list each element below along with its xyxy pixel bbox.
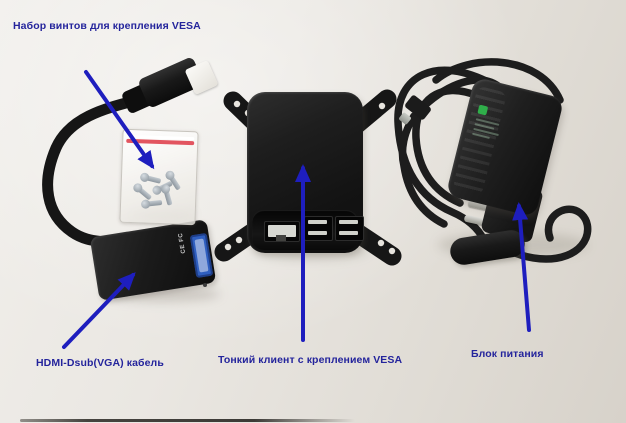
vesa-hole: [388, 247, 396, 255]
label-power-supply: Блок питания: [471, 348, 544, 360]
arrow-to-screws: [84, 70, 155, 170]
ethernet-port-notch: [276, 235, 286, 241]
vesa-hole: [235, 236, 243, 244]
usb-port-stack-right: [335, 216, 364, 241]
table-edge: [20, 419, 355, 422]
ethernet-port-inner: [268, 225, 296, 237]
adapter-screw-hole: [203, 283, 207, 287]
power-cord-bottom-loop: [504, 205, 592, 263]
usb-tongue: [308, 220, 327, 224]
vesa-hole: [378, 102, 386, 110]
usb-tongue: [308, 231, 327, 235]
arrow-to-power-supply: [512, 202, 531, 332]
arrow-to-vga-adapter: [62, 272, 136, 349]
label-cable: HDMI-Dsub(VGA) кабель: [36, 357, 164, 369]
usb-tongue: [339, 231, 358, 235]
ethernet-port: [264, 221, 300, 242]
micro-usb-cable-tail: [398, 112, 448, 228]
label-screws: Набор винтов для крепления VESA: [13, 20, 201, 32]
hdmi-vga-cable: [42, 90, 158, 250]
vesa-hole: [233, 100, 241, 108]
usb-port-stack-left: [304, 216, 333, 241]
usb-tongue: [339, 220, 358, 224]
vesa-hole: [224, 243, 232, 251]
label-thin-client: Тонкий клиент с креплением VESA: [218, 354, 403, 366]
vesa-hole: [377, 239, 385, 247]
